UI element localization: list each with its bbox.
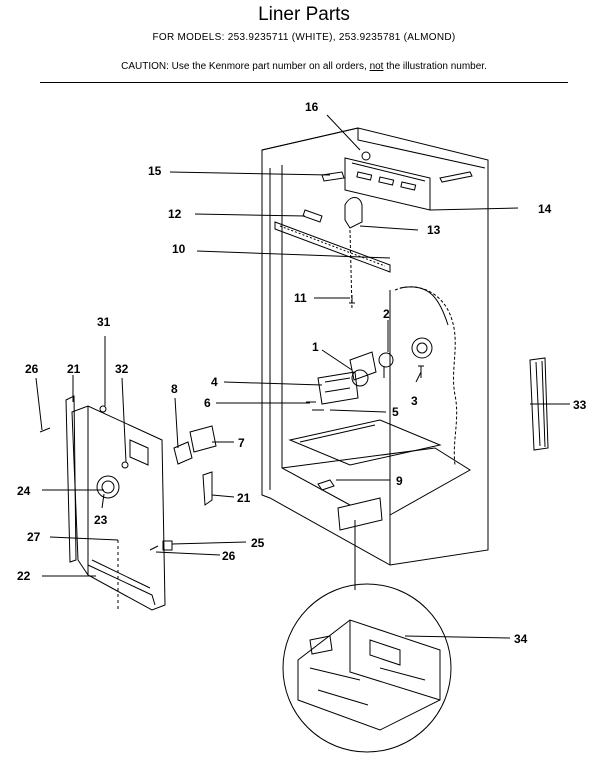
callout-8: 8: [171, 382, 178, 396]
callout-6: 6: [204, 396, 211, 410]
shield-panel-assembly: [39, 395, 217, 611]
page-title: Liner Parts: [258, 4, 350, 25]
caution-prefix: CAUTION: Use the Kenmore part number on …: [121, 61, 370, 72]
callout-25: 25: [251, 536, 265, 550]
top-rail-parts: [321, 151, 473, 211]
caution-suffix: the illustration number.: [383, 61, 487, 72]
callout-13: 13: [427, 223, 441, 237]
lower-detail: [282, 479, 452, 753]
caution-line: CAUTION: Use the Kenmore part number on …: [0, 61, 608, 72]
callout-9: 9: [396, 474, 403, 488]
callout-7: 7: [238, 436, 245, 450]
callout-32: 32: [115, 362, 129, 376]
callout-16: 16: [305, 100, 319, 114]
callout-12: 12: [168, 207, 182, 221]
callout-21: 21: [67, 362, 81, 376]
callout-23: 23: [94, 513, 108, 527]
callout-3: 3: [411, 394, 418, 408]
leader-lines: [35, 114, 570, 639]
cabinet-liner: [261, 127, 489, 566]
callout-5: 5: [392, 405, 399, 419]
caution-not: not: [369, 61, 384, 72]
callout-4: 4: [211, 375, 218, 389]
models-line: FOR MODELS: 253.9235711 (WHITE), 253.923…: [152, 32, 456, 43]
callout-15: 15: [148, 164, 162, 178]
callout-1: 1: [312, 340, 319, 354]
callout-33: 33: [573, 398, 587, 412]
callout-34: 34: [514, 632, 528, 646]
callout-14: 14: [538, 202, 552, 216]
callout-27: 27: [27, 530, 41, 544]
callout-31: 31: [97, 315, 111, 329]
callout-21b: 21: [237, 491, 251, 505]
callout-10: 10: [172, 242, 186, 256]
header-rule: [40, 82, 568, 83]
control-parts: [306, 351, 424, 411]
callout-numbers: 16 15 14 12 13 10 11 2 1 4 3 6 5 31 32 2…: [17, 100, 587, 646]
callout-26: 26: [25, 362, 39, 376]
callout-2: 2: [383, 307, 390, 321]
callout-22: 22: [17, 569, 31, 583]
callout-26b: 26: [222, 549, 236, 563]
crossbar-parts: [274, 197, 391, 311]
callout-11: 11: [294, 291, 307, 305]
callout-24: 24: [17, 484, 31, 498]
